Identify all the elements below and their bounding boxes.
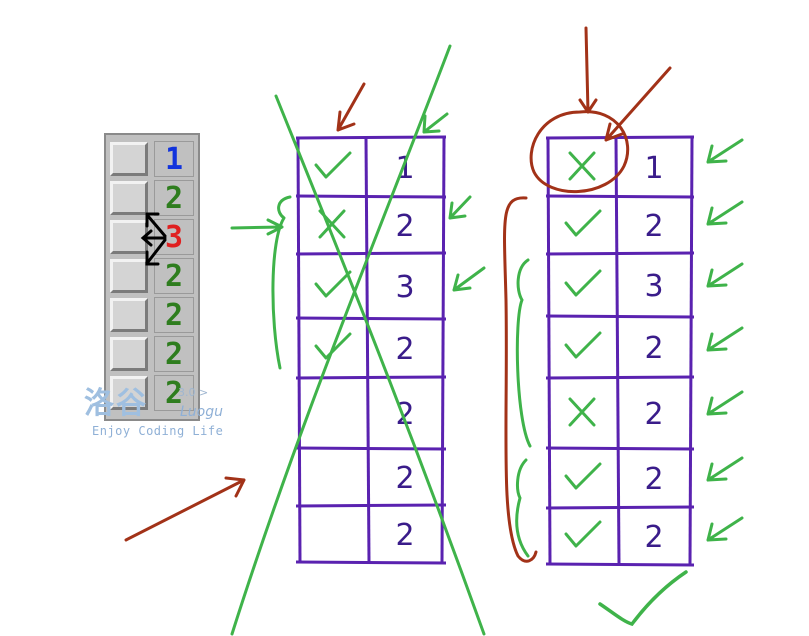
mine-number: 1 bbox=[154, 141, 194, 177]
left-table-grid-line bbox=[296, 137, 302, 563]
right-table-grid-line bbox=[545, 135, 695, 140]
left-table-arrow bbox=[448, 195, 472, 220]
right-table-grid-line bbox=[614, 137, 621, 565]
left-table-number: 2 bbox=[395, 518, 414, 553]
mine-row: 2 bbox=[110, 375, 196, 412]
right-table-grid-line bbox=[545, 505, 695, 510]
right-table-arrow bbox=[706, 516, 744, 542]
right-table-grid-line bbox=[688, 137, 694, 565]
left-table-number: 2 bbox=[395, 332, 414, 367]
right-table-number: 2 bbox=[644, 520, 663, 555]
right-table-grid-line bbox=[545, 314, 695, 319]
right-table-number: 3 bbox=[644, 269, 663, 304]
right-table-grid-line bbox=[546, 137, 552, 565]
right-table-grid bbox=[545, 135, 695, 567]
right-group-bracket-2 bbox=[515, 458, 530, 558]
left-table-grid-line bbox=[295, 446, 447, 451]
right-table-cross-mark bbox=[568, 397, 596, 427]
right-table-grid-line bbox=[545, 194, 695, 199]
cross-out-stroke-1 bbox=[274, 94, 486, 636]
left-table-arrow bbox=[452, 266, 486, 292]
covered-cell[interactable] bbox=[110, 181, 148, 215]
left-table-number: 3 bbox=[395, 270, 414, 305]
left-bracket-arrow bbox=[230, 218, 284, 236]
right-table-check-mark bbox=[564, 462, 602, 490]
mine-number: 2 bbox=[154, 297, 194, 333]
right-table-check-mark bbox=[564, 520, 602, 548]
mine-number: 2 bbox=[154, 336, 194, 372]
covered-cell[interactable] bbox=[110, 376, 148, 410]
watermark-version: 3.0 > bbox=[178, 386, 209, 399]
mine-number: 2 bbox=[154, 375, 194, 411]
right-table-red-arrow bbox=[578, 26, 598, 114]
right-table-number: 2 bbox=[644, 331, 663, 366]
mine-row: 2 bbox=[110, 336, 196, 373]
mine-row: 1 bbox=[110, 141, 196, 178]
right-table-marks bbox=[564, 151, 602, 548]
bottom-left-red-arrow bbox=[124, 476, 246, 542]
left-table-arrow bbox=[422, 112, 449, 134]
right-table-numbers: 1 2 3 2 2 2 2 bbox=[644, 151, 663, 555]
right-table-arrow bbox=[706, 390, 744, 416]
mine-row: 2 bbox=[110, 297, 196, 334]
mine-number: 2 bbox=[154, 180, 194, 216]
right-table-number: 2 bbox=[644, 209, 663, 244]
covered-cell[interactable] bbox=[110, 142, 148, 176]
covered-cell[interactable] bbox=[110, 259, 148, 293]
first-cell-circle bbox=[529, 110, 630, 193]
left-table-grid bbox=[295, 135, 447, 565]
right-table-cross-mark bbox=[568, 151, 596, 181]
right-table-red-arrow bbox=[604, 66, 672, 142]
left-table-number: 2 bbox=[395, 461, 414, 496]
left-table-check-mark bbox=[314, 151, 352, 179]
right-table-number: 1 bbox=[644, 151, 663, 186]
left-table-check-mark bbox=[314, 270, 352, 298]
mine-row: 2 bbox=[110, 258, 196, 295]
left-table-grid-line bbox=[440, 137, 446, 563]
left-table-grid-line bbox=[364, 137, 371, 563]
left-table-grid-line bbox=[295, 194, 447, 199]
right-table-number: 2 bbox=[644, 397, 663, 432]
left-table-red-arrow bbox=[336, 82, 366, 132]
mine-row: 3 bbox=[110, 219, 196, 256]
right-table-check-mark bbox=[564, 269, 602, 297]
right-table-grid-line bbox=[545, 446, 695, 451]
left-table-grid-line bbox=[295, 503, 447, 508]
left-table-number: 2 bbox=[395, 209, 414, 244]
watermark-logo: 洛谷 bbox=[84, 386, 148, 421]
left-table-grid-line bbox=[295, 375, 447, 380]
mine-number: 2 bbox=[154, 258, 194, 294]
right-red-bracket bbox=[503, 196, 538, 563]
right-table-grid-line bbox=[545, 562, 695, 567]
left-table-marks bbox=[314, 151, 352, 360]
left-table-check-mark bbox=[314, 332, 352, 360]
covered-cell[interactable] bbox=[110, 298, 148, 332]
right-group-bracket-1 bbox=[515, 258, 532, 448]
mine-row: 2 bbox=[110, 180, 196, 217]
left-table-grid-line bbox=[295, 560, 447, 565]
right-table-arrow bbox=[706, 326, 744, 352]
final-check-mark bbox=[598, 570, 688, 626]
watermark-brand: Luogu bbox=[180, 404, 223, 420]
cross-out-stroke-2 bbox=[230, 44, 452, 636]
covered-cell[interactable] bbox=[110, 337, 148, 371]
left-table-grid-line bbox=[295, 135, 447, 140]
right-table-number: 2 bbox=[644, 462, 663, 497]
right-table-arrow bbox=[706, 456, 744, 482]
minesweeper-column: 1 2 3 2 2 2 2 bbox=[104, 133, 200, 421]
left-table-grid-line bbox=[295, 316, 447, 321]
right-table-check-mark bbox=[564, 331, 602, 359]
right-table-grid-line bbox=[545, 375, 695, 380]
right-table-check-mark bbox=[564, 209, 602, 237]
right-table-arrow bbox=[706, 200, 744, 226]
right-table-arrow bbox=[706, 138, 744, 164]
watermark-tagline: Enjoy Coding Life bbox=[92, 424, 224, 438]
right-table-grid-line bbox=[545, 251, 695, 256]
right-table-arrow bbox=[706, 262, 744, 288]
